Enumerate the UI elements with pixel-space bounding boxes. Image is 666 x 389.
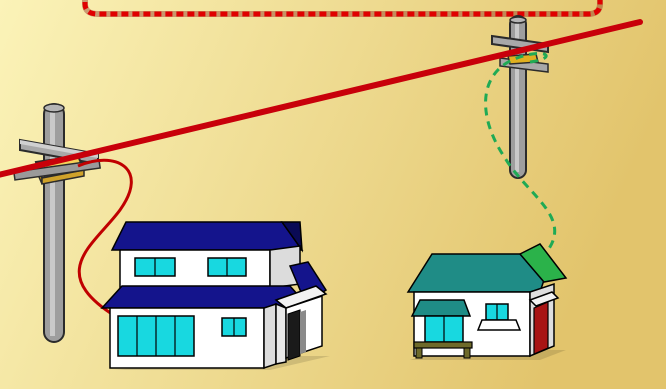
red-service-drop-wire bbox=[77, 158, 133, 318]
dashed-banner-frame bbox=[82, 0, 603, 17]
two-story-house bbox=[100, 221, 330, 370]
right-utility-pole bbox=[491, 15, 549, 179]
single-story-house bbox=[406, 243, 568, 360]
power-line bbox=[0, 19, 643, 178]
